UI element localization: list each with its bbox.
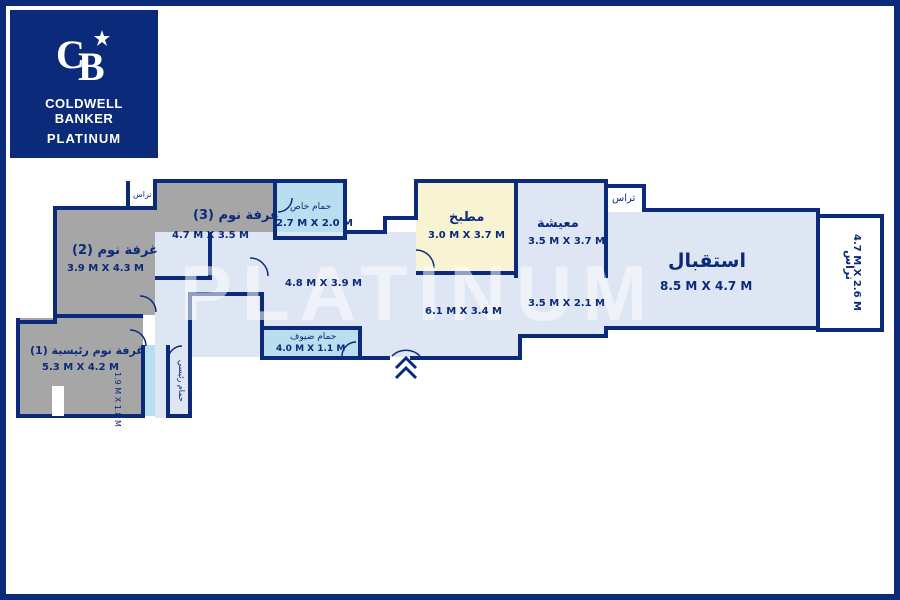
- door-arc-bedroom2: [139, 295, 157, 313]
- private-bath-walls: [273, 179, 347, 240]
- reception-dims: 8.5 M X 4.7 M: [660, 279, 753, 293]
- private-bath-fill: [275, 183, 345, 238]
- hall-dims: 4.8 M X 3.9 M: [285, 278, 362, 289]
- reception-fill: [606, 212, 816, 328]
- master-name: غرفة نوم رئيسية (1): [30, 344, 144, 357]
- doors: [129, 197, 435, 361]
- bedroom3-dims: 4.7 M X 3.5 M: [172, 230, 249, 241]
- terrace-small-2-name: تراس: [612, 193, 636, 204]
- bedroom3-name: غرفة نوم (3): [193, 208, 279, 223]
- living-fill: [516, 183, 606, 278]
- door-arc-entrance: [391, 349, 421, 357]
- corridor-bottom: [410, 179, 884, 360]
- master-bath-dims: 1.9 M X 1.8 M: [113, 372, 122, 427]
- terrace-small-1-fill: [128, 183, 155, 208]
- brand-logo: C B COLDWELL BANKER PLATINUM: [10, 10, 158, 158]
- terrace-big-fill: [816, 216, 882, 328]
- kitchen-fill: [416, 183, 516, 273]
- living-name: معيشة: [537, 216, 579, 231]
- master-dims: 5.3 M X 4.2 M: [42, 362, 119, 373]
- bedroom2-name: غرفة نوم (2): [72, 243, 158, 258]
- guest-bath-dims: 4.0 M X 1.1 M: [276, 344, 346, 354]
- room-fills: [18, 183, 882, 418]
- guest-bath-fill: [262, 328, 360, 356]
- private-bath-name: حمام خاص: [290, 202, 332, 212]
- master-fill: [18, 318, 143, 416]
- terrace-big-name: تراس: [843, 250, 856, 280]
- brand-line-3: PLATINUM: [46, 131, 122, 146]
- door-arc-master: [129, 329, 147, 347]
- svg-text:C: C: [56, 32, 85, 77]
- bedroom3-bottom: [155, 232, 212, 280]
- private-bath-dims: 2.7 M X 2.0 M: [276, 218, 353, 229]
- corridor-dims: 6.1 M X 3.4 M: [425, 306, 502, 317]
- master-notch: [52, 386, 64, 416]
- wall-left-corridor: [166, 292, 390, 418]
- terrace-small-1-name: تراس: [133, 190, 152, 199]
- terrace-small-2-fill: [606, 186, 644, 211]
- bedroom2-fill: [55, 210, 155, 315]
- passage-dims: 3.5 M X 2.1 M: [528, 298, 605, 309]
- walls: [16, 179, 884, 418]
- living-dims: 3.5 M X 3.7 M: [528, 236, 605, 247]
- guest-bath-name: حمام ضيوف: [290, 332, 337, 342]
- outer-wall-left: [16, 318, 145, 418]
- door-arc-guest-bath: [341, 341, 357, 357]
- kitchen-dims: 3.0 M X 3.7 M: [428, 230, 505, 241]
- side-corridor-fill: [155, 278, 190, 418]
- guest-bath-top: [262, 326, 362, 358]
- brand-line-2: BANKER: [54, 111, 114, 126]
- cb-monogram-icon: C B: [56, 30, 110, 88]
- passage-fill: [516, 278, 606, 336]
- door-arc-master-bath: [167, 345, 183, 361]
- svg-text:B: B: [78, 44, 105, 88]
- double-chevron-up-icon: [394, 355, 418, 380]
- kitchen-name: مطبخ: [449, 210, 485, 225]
- watermark: PLATINUM: [180, 249, 658, 337]
- door-arc-private-bath: [277, 197, 293, 213]
- outer-wall-master-top: [18, 179, 275, 324]
- door-arc-bedroom3: [249, 257, 269, 277]
- door-arc-kitchen: [415, 249, 435, 269]
- brand-line-1: COLDWELL: [45, 96, 123, 111]
- bedroom2-dims: 3.9 M X 4.3 M: [67, 263, 144, 274]
- master-bath-name: حمام رئيسي: [177, 360, 186, 402]
- reception-name: استقبال: [668, 250, 747, 272]
